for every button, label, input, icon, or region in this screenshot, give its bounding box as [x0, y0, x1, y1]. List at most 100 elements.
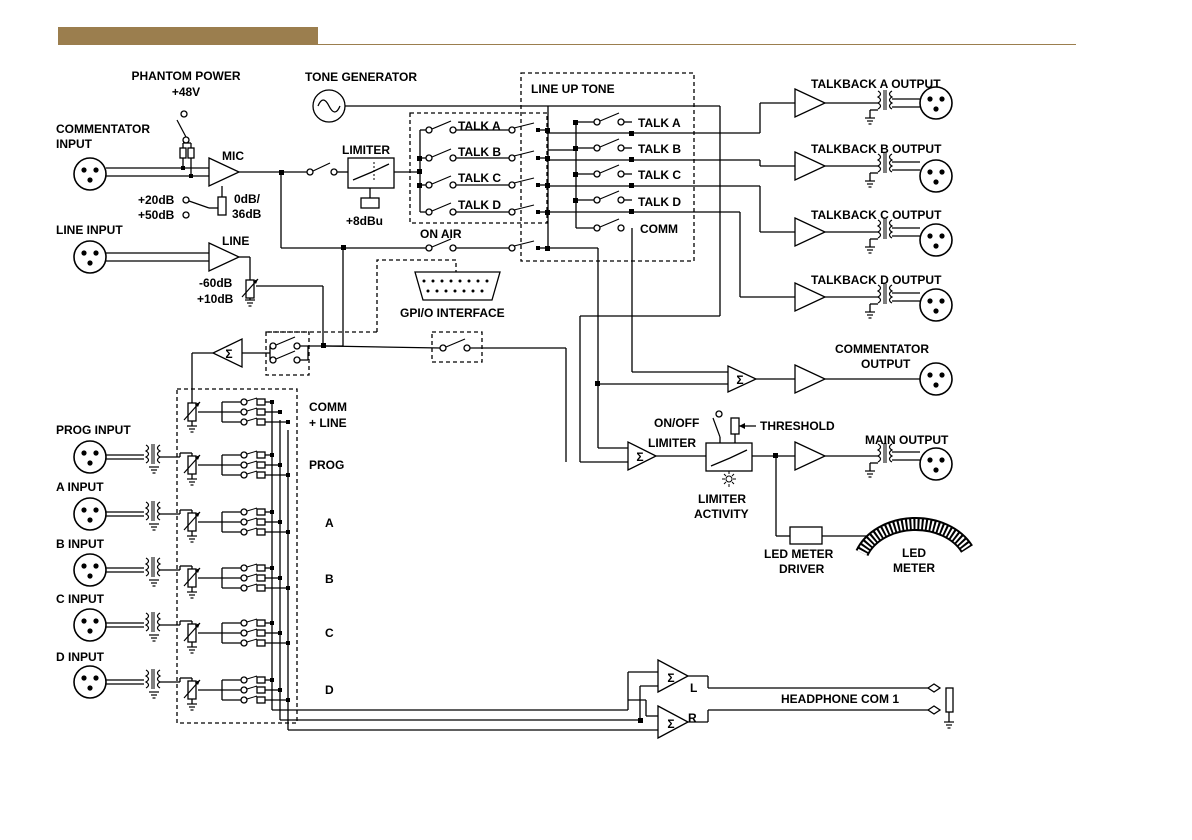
led-meter-label: LED: [902, 546, 926, 560]
tb-b-output-label: TALKBACK B OUTPUT: [811, 142, 942, 156]
tb-a-output-label: TALKBACK A OUTPUT: [811, 77, 941, 91]
c-bus-switch-1[interactable]: [240, 618, 266, 627]
hp-r-label: R: [688, 711, 697, 725]
gpio-connector: [414, 271, 501, 301]
plus48v-label: +48V: [172, 85, 200, 99]
commentator-input-label-2: INPUT: [56, 137, 93, 151]
mic-gain-pot[interactable]: [217, 196, 227, 216]
a-bus-switch-1[interactable]: [240, 507, 266, 516]
gpio-label: GPI/O INTERFACE: [400, 306, 505, 320]
tb-a-xlr: [919, 86, 953, 120]
headphone-jack: [926, 683, 955, 729]
on-off-label: ON/OFF: [654, 416, 699, 430]
tb-a-switch-label: TALK A: [638, 116, 681, 130]
comm-line-switch-panel: [265, 331, 310, 376]
commentator-output-label: COMMENTATOR: [835, 342, 929, 356]
c-level-pot[interactable]: [183, 622, 201, 643]
d-bus-switch-2[interactable]: [240, 685, 266, 694]
b-bus-switch-3[interactable]: [240, 583, 266, 592]
main-output-xlr: [919, 447, 953, 481]
d-input-label: D INPUT: [56, 650, 105, 664]
phantom-resistor-2: [187, 147, 195, 159]
phantom-power-label: PHANTOM POWER: [131, 69, 240, 83]
talk-d-switch[interactable]: [425, 202, 457, 216]
d-input-xlr: [74, 666, 160, 698]
line-up-tone-label: LINE UP TONE: [531, 82, 615, 96]
hp-l-label: L: [690, 681, 697, 695]
led-driver-label: LED METER: [764, 547, 834, 561]
a-row-label: A: [325, 516, 334, 530]
line-gain-pot[interactable]: [241, 278, 259, 299]
on-air-mix-switch[interactable]: [439, 338, 471, 352]
a-bus-switch-3[interactable]: [240, 527, 266, 536]
prog-bus-switch-1[interactable]: [240, 450, 266, 459]
comm-switch[interactable]: [593, 218, 625, 232]
d-level-pot[interactable]: [183, 679, 201, 700]
comm-line-bus-switch-2[interactable]: [240, 407, 266, 416]
b-level-pot[interactable]: [183, 567, 201, 588]
line-up-tone-panel: [520, 72, 695, 262]
talk-a-switch[interactable]: [420, 120, 457, 134]
prog-input-label: PROG INPUT: [56, 423, 131, 437]
tb-a-switch[interactable]: [593, 112, 625, 126]
prog-input-xlr: [74, 441, 160, 473]
tb-c-output-label: TALKBACK C OUTPUT: [811, 208, 942, 222]
on-air-label: ON AIR: [420, 227, 462, 241]
mic-to-limiter-switch[interactable]: [306, 162, 338, 176]
comm-line-level-pot[interactable]: [183, 401, 201, 422]
tb-d-output-label: TALKBACK D OUTPUT: [811, 273, 942, 287]
phantom-switch[interactable]: [176, 119, 187, 138]
gain-select-switch[interactable]: [188, 200, 210, 209]
tb-d-switch[interactable]: [593, 190, 625, 204]
commentator-input-label: COMMENTATOR: [56, 122, 150, 136]
tb-b-amp: [794, 151, 826, 181]
d-bus-switch-1[interactable]: [240, 675, 266, 684]
comm-line-row-label: COMM: [309, 400, 347, 414]
plus8dbu-label: +8dBu: [346, 214, 383, 228]
gain-50db-label: +50dB: [138, 208, 175, 222]
phantom-power-block: PHANTOM POWER +48V: [131, 69, 241, 178]
limiter-activity-label: LIMITER: [698, 492, 746, 506]
c-row-label: C: [325, 626, 334, 640]
prog-bus-switch-3[interactable]: [240, 470, 266, 479]
talk-d-label: TALK D: [458, 198, 501, 212]
c-bus-switch-3[interactable]: [240, 638, 266, 647]
headphone-label: HEADPHONE COM 1: [781, 692, 899, 706]
a-bus-switch-2[interactable]: [240, 517, 266, 526]
a-input-label: A INPUT: [56, 480, 104, 494]
tb-b-switch[interactable]: [593, 138, 625, 152]
b-bus-switch-1[interactable]: [240, 563, 266, 572]
threshold-pot[interactable]: [730, 417, 740, 435]
talk-b-label: TALK B: [458, 145, 501, 159]
tone-generator-label: TONE GENERATOR: [305, 70, 417, 84]
tb-c-switch[interactable]: [593, 164, 625, 178]
led-meter: [855, 517, 973, 557]
comm-mix-switch-2[interactable]: [269, 350, 301, 364]
comm-line-bus-switch-1[interactable]: [240, 397, 266, 406]
commentator-output-xlr: [919, 362, 953, 396]
tb-c-switch-label: TALK C: [638, 168, 681, 182]
limiter-activity-led: [722, 471, 736, 487]
prog-bus-switch-2[interactable]: [240, 460, 266, 469]
b-bus-switch-2[interactable]: [240, 573, 266, 582]
talk-switch-panel: [409, 112, 548, 224]
talk-c-switch[interactable]: [425, 175, 457, 189]
c-input-label: C INPUT: [56, 592, 105, 606]
on-air-switch[interactable]: [425, 238, 457, 252]
mic-limiter: [347, 157, 395, 189]
comm-line-bus-switch-3[interactable]: [240, 417, 266, 426]
comm-mix-switch-1[interactable]: [269, 336, 301, 350]
prog-level-pot[interactable]: [183, 454, 201, 475]
talk-b-switch[interactable]: [425, 148, 457, 162]
tb-b-xlr: [919, 159, 953, 193]
limiter-on-off-switch[interactable]: [712, 417, 721, 438]
d-bus-switch-3[interactable]: [240, 695, 266, 704]
c-bus-switch-2[interactable]: [240, 628, 266, 637]
a-level-pot[interactable]: [183, 511, 201, 532]
tb-b-switch-label: TALK B: [638, 142, 681, 156]
tone-mix-contacts: [508, 122, 540, 252]
commentator-input-xlr: [73, 157, 107, 191]
commentator-output-summer: [727, 364, 758, 394]
hp-right-sigma: Σ: [667, 717, 674, 731]
